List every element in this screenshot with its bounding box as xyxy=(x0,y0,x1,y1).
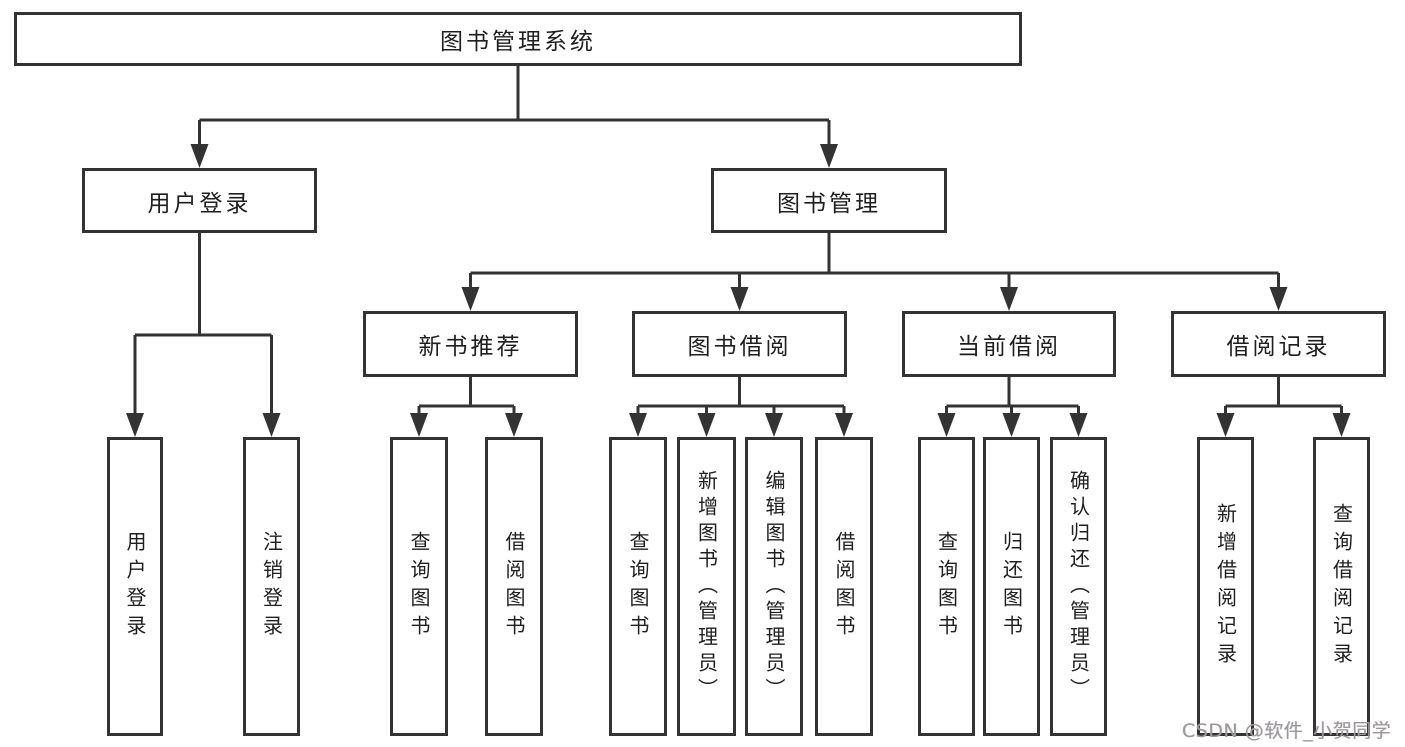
leaf-label: 查询图书 xyxy=(407,530,431,643)
leaf-label: 用户登录 xyxy=(123,530,147,643)
leaf-edit-books-admin: 编辑图书（管理员） xyxy=(745,437,803,736)
leaf-query-borrow-record: 查询借阅记录 xyxy=(1313,437,1370,736)
node-label: 图书管理 xyxy=(777,190,881,217)
node-label: 用户登录 xyxy=(147,190,252,217)
leaf-label: 查询借阅记录 xyxy=(1329,502,1354,671)
leaf-return-books: 归还图书 xyxy=(983,437,1040,736)
node-book-borrowing: 图书借阅 xyxy=(632,311,847,377)
leaf-borrow-books: 借阅图书 xyxy=(815,437,873,736)
node-label: 图书借阅 xyxy=(687,334,792,360)
leaf-label: 归还图书 xyxy=(999,530,1024,643)
leaf-label: 确认归还（管理员） xyxy=(1066,469,1091,704)
csdn-watermark: CSDN @软件_小贺同学 xyxy=(1182,720,1392,742)
leaf-label: 编辑图书（管理员） xyxy=(762,469,786,704)
leaf-query-books: 查询图书 xyxy=(390,437,448,736)
leaf-query-books: 查询图书 xyxy=(609,437,667,736)
leaf-query-books: 查询图书 xyxy=(918,437,975,736)
leaf-label: 查询图书 xyxy=(934,530,959,643)
node-label: 图书管理系统 xyxy=(440,29,596,55)
node-label: 新书推荐 xyxy=(418,334,523,360)
leaf-label: 借阅图书 xyxy=(502,530,526,643)
node-borrowing-records: 借阅记录 xyxy=(1171,311,1386,377)
arrowheads xyxy=(126,144,1351,437)
node-user-login: 用户登录 xyxy=(82,168,317,233)
leaf-user-login: 用户登录 xyxy=(107,437,163,736)
leaf-borrow-books: 借阅图书 xyxy=(485,437,543,736)
leaf-confirm-return-admin: 确认归还（管理员） xyxy=(1050,437,1107,736)
leaf-label: 新增借阅记录 xyxy=(1213,502,1238,671)
node-new-book-recommend: 新书推荐 xyxy=(363,311,578,377)
node-label: 借阅记录 xyxy=(1226,334,1331,360)
node-label: 当前借阅 xyxy=(957,334,1061,360)
leaf-logout: 注销登录 xyxy=(243,437,300,736)
node-library-management-system: 图书管理系统 xyxy=(14,12,1022,66)
leaf-label: 查询图书 xyxy=(626,530,650,643)
leaf-add-books-admin: 新增图书（管理员） xyxy=(677,437,736,736)
leaf-add-borrow-record: 新增借阅记录 xyxy=(1197,437,1254,736)
leaf-label: 借阅图书 xyxy=(832,530,856,643)
leaf-label: 新增图书（管理员） xyxy=(694,469,719,704)
node-book-management: 图书管理 xyxy=(711,168,947,233)
node-current-borrowing: 当前借阅 xyxy=(902,311,1116,377)
leaf-label: 注销登录 xyxy=(259,530,284,643)
